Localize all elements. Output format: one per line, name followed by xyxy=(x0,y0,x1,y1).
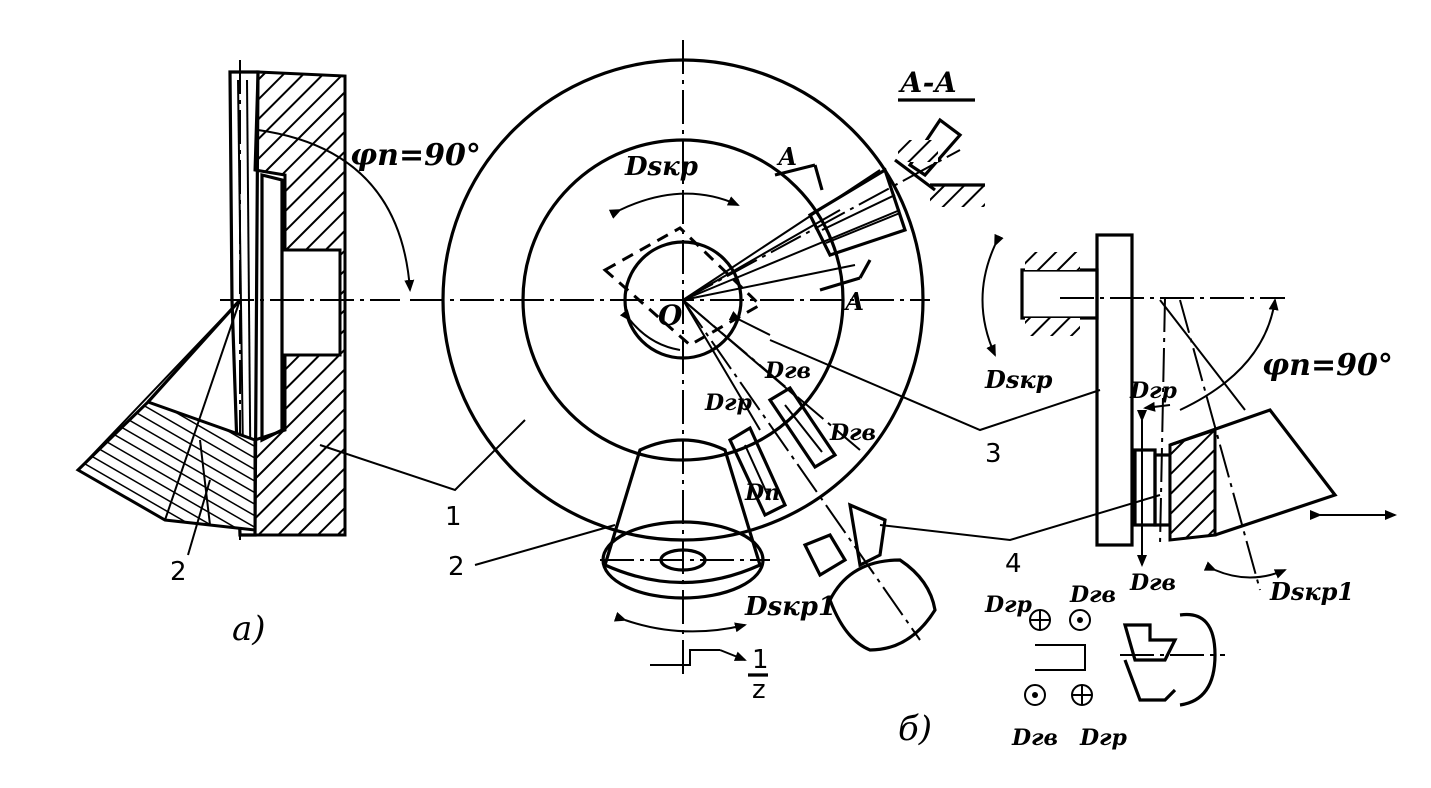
legend-gr-top: Dгр xyxy=(984,592,1032,618)
label-2-left: 2 xyxy=(170,557,187,587)
legend-gr-bot: Dгр xyxy=(1079,725,1127,751)
view-b-right: Dsкр 3 4 Dгр Dгв Dsкр1 φп=90° Dгр Dгв xyxy=(769,233,1397,751)
cutter-hub-circle xyxy=(623,240,743,360)
label-3: 3 xyxy=(985,439,1002,469)
phi-label-left: φп=90° xyxy=(350,138,481,173)
view-a: φп=90° 2 а) xyxy=(75,60,526,649)
D-gr-label: Dгр xyxy=(704,390,752,416)
center-label: O xyxy=(658,299,683,332)
label-2-mid: 2 xyxy=(448,552,465,582)
section-a-mark-top: А xyxy=(776,142,798,171)
D-gr-right: Dгр xyxy=(1129,378,1177,404)
legend-gv-top: Dгв xyxy=(1069,582,1116,608)
D-skr-top: Dsкр xyxy=(624,152,698,182)
label-1: 1 xyxy=(445,502,462,532)
D-gv-label: Dгв xyxy=(764,358,811,384)
D-gv-label-2: Dгв xyxy=(829,420,876,446)
legend-gv-bot: Dгв xyxy=(1011,725,1058,751)
D-gv-right: Dгв xyxy=(1129,570,1176,596)
section-a-mark-bottom: А xyxy=(843,287,865,316)
knife-strip xyxy=(228,70,260,537)
cutter-disk xyxy=(1095,233,1134,547)
phi-label-right: φп=90° xyxy=(1262,348,1393,383)
D-skp1-right: Dsкр1 xyxy=(1269,577,1354,606)
gear-section xyxy=(75,400,257,532)
fraction-den: z xyxy=(752,675,766,705)
cutter-head-section xyxy=(253,70,347,537)
D-skp1-bottom: Dsкр1 xyxy=(744,592,836,622)
blade-profile xyxy=(260,172,284,443)
part-a-label: а) xyxy=(232,609,266,649)
view-b: А А А-А Dsкр O Dгр Dгв Dгв Dп xyxy=(410,40,985,749)
cutter-outer-circle xyxy=(441,58,925,542)
part-b-label: б) xyxy=(898,709,932,749)
cutter-inner-circle xyxy=(521,138,845,462)
D-skr-right: Dsкр xyxy=(984,365,1053,394)
gear-frustum xyxy=(603,438,762,584)
D-n-label: Dп xyxy=(744,480,780,506)
fraction-num: 1 xyxy=(752,645,769,675)
section-title: А-А xyxy=(898,66,957,99)
label-4: 4 xyxy=(1005,549,1022,579)
phi-arc-left xyxy=(257,129,415,292)
